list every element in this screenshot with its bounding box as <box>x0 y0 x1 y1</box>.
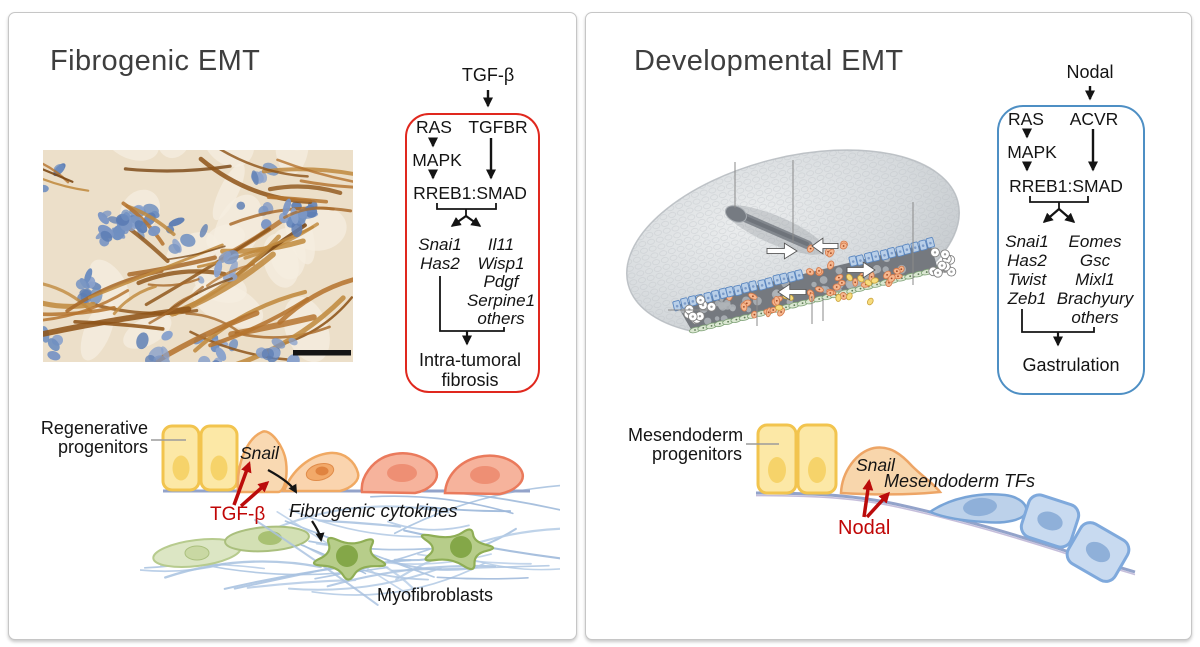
gene-label: Pdgf <box>483 272 519 291</box>
gene-label: Wisp1 <box>477 253 525 273</box>
snail-label-left: Snail <box>240 443 279 463</box>
fibrogenic-target-genes-col1: Snai1 Has2 <box>413 235 467 273</box>
rreb1-smad-node-right: RREB1:SMAD <box>1009 176 1123 196</box>
induction-arrows <box>267 469 325 542</box>
green-myofibroblast-cells <box>152 525 310 568</box>
gene-label: Snai1 <box>418 235 462 254</box>
embryo-gastrulation-illustration <box>625 149 975 343</box>
acvr-node: ACVR <box>1069 109 1119 129</box>
fibrogenic-cell-diagram <box>140 424 560 606</box>
developmental-cell-diagram <box>755 423 1136 583</box>
developmental-pathway-box <box>997 105 1145 395</box>
fibrosis-outcome-line2: fibrosis <box>441 370 499 390</box>
fibrogenic-target-genes-col2: Il11 Wisp1 Pdgf Serpine1 others <box>464 235 538 329</box>
fibrogenic-cytokines-label: Fibrogenic cytokines <box>289 500 458 521</box>
mesendoderm-progenitor-cells <box>756 423 838 495</box>
nodal-ligand-label: Nodal <box>1066 62 1114 82</box>
fibrogenic-title: Fibrogenic EMT <box>50 45 261 77</box>
gene-label: Snai1 <box>1005 232 1049 251</box>
fibrogenic-pathway-box <box>405 113 540 393</box>
stellate-myofibroblasts <box>312 528 495 581</box>
ingressing-blue-cells <box>927 493 1131 583</box>
transitioning-emt-cells <box>236 430 360 494</box>
tgfb-ligand-label: TGF-β <box>461 65 515 85</box>
mesendoderm-tfs-label: Mesendoderm TFs <box>884 471 1036 491</box>
gene-label: Serpine1 <box>466 290 536 310</box>
regenerative-progenitors-label-line1: Regenerative <box>40 418 148 438</box>
fibrosis-outcome-line1: Intra-tumoral <box>418 350 522 370</box>
gene-label: others <box>477 309 525 328</box>
gene-label: Mixl1 <box>1075 270 1115 289</box>
gene-label: Il11 <box>487 235 515 254</box>
gene-label: others <box>1071 308 1119 327</box>
gene-label: Brachyury <box>1056 289 1134 308</box>
rreb1-smad-node: RREB1:SMAD <box>413 183 527 203</box>
myofibroblasts-label: Myofibroblasts <box>377 585 494 605</box>
mapk-node: MAPK <box>412 150 462 170</box>
developmental-target-genes-col1: Snai1 Has2 Twist Zeb1 <box>999 232 1055 308</box>
ras-node-right: RAS <box>1008 109 1044 129</box>
gene-label: Twist <box>1007 270 1047 289</box>
tgfb-label-red: TGF-β <box>210 504 266 525</box>
nodal-arrows <box>862 479 891 519</box>
gene-label: Eomes <box>1068 232 1122 251</box>
ras-node: RAS <box>416 117 452 137</box>
ihc-histology-image <box>43 150 353 362</box>
gene-label: Zeb1 <box>1007 289 1047 308</box>
nodal-label-red: Nodal <box>838 517 891 539</box>
gastrulation-outcome: Gastrulation <box>1022 355 1120 375</box>
epithelial-progenitor-cells <box>161 424 239 492</box>
developmental-title: Developmental EMT <box>634 45 904 77</box>
regenerative-progenitors-label-line2: progenitors <box>57 437 148 457</box>
snail-label-right: Snail <box>856 455 895 475</box>
mesenchymal-cells <box>360 452 525 496</box>
gene-label: Has2 <box>420 253 460 273</box>
gene-label: Gsc <box>1079 251 1111 270</box>
mesendoderm-progenitors-label-line1: Mesendoderm <box>628 425 744 445</box>
tgfb-arrows <box>232 461 270 508</box>
mapk-node-right: MAPK <box>1007 142 1057 162</box>
tgfbr-node: TGFBR <box>468 117 528 137</box>
gene-label: Has2 <box>1007 251 1047 270</box>
developmental-target-genes-col2: Eomes Gsc Mixl1 Brachyury others <box>1048 232 1142 327</box>
mesendoderm-progenitors-label-line2: progenitors <box>651 444 742 464</box>
